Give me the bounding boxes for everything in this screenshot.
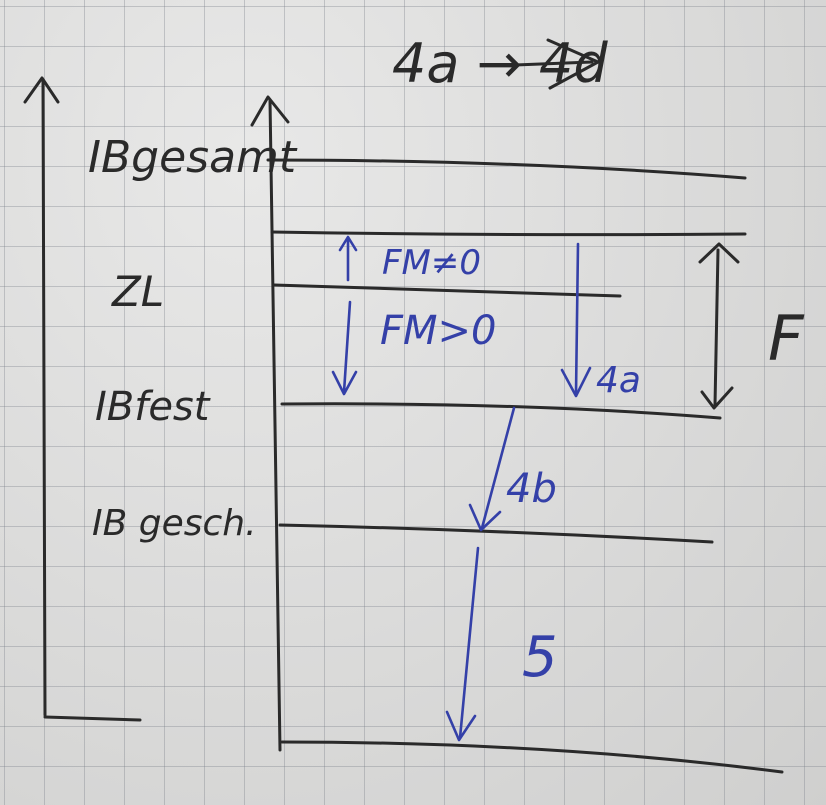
fm-ne-arrowhead (338, 235, 358, 252)
main-axis-arrowhead (250, 95, 290, 127)
step-5-label: 5 (522, 625, 558, 690)
left-axis (41, 78, 47, 717)
step-5-arrowhead (445, 710, 477, 742)
step-4a-label: 4a (596, 360, 641, 401)
level-line-fest (280, 402, 722, 420)
fm-gt-arrowhead (331, 370, 358, 396)
left-axis-base (43, 715, 142, 722)
level-label-zl: ZL (111, 267, 164, 316)
fm-gt-label: FM>0 (380, 308, 496, 354)
level-line-gesamt (266, 158, 747, 180)
level-label-fest: IBfest (95, 384, 211, 430)
f-range-arrow (713, 248, 720, 407)
diagram-title: 4a → 4d (392, 32, 608, 95)
step-4a-arrow (574, 242, 580, 396)
level-line-zl (272, 283, 622, 298)
level-label-gesch: IB gesch. (92, 503, 257, 544)
level-line-bottom (280, 740, 784, 774)
level-line-top-f (270, 230, 747, 237)
fm-gt-arrow (342, 300, 352, 394)
step-5-arrow (458, 546, 480, 740)
fm-ne-label: FM≠0 (382, 243, 481, 283)
left-axis-arrowhead (23, 76, 60, 104)
step-4b-label: 4b (506, 466, 557, 512)
main-axis (268, 98, 282, 752)
step-4b-arrow (480, 406, 516, 530)
level-line-gesch (278, 523, 714, 544)
f-label: F (768, 302, 805, 375)
f-arrow-top-head (698, 242, 740, 264)
title-arrow-shaft (513, 60, 594, 67)
level-label-gesamt: IBgesamt (88, 132, 298, 183)
step-4a-arrowhead (560, 366, 592, 398)
title-arrow-head (546, 38, 600, 90)
step-4b-arrowhead (468, 503, 502, 532)
f-arrow-bottom-head (700, 386, 734, 410)
